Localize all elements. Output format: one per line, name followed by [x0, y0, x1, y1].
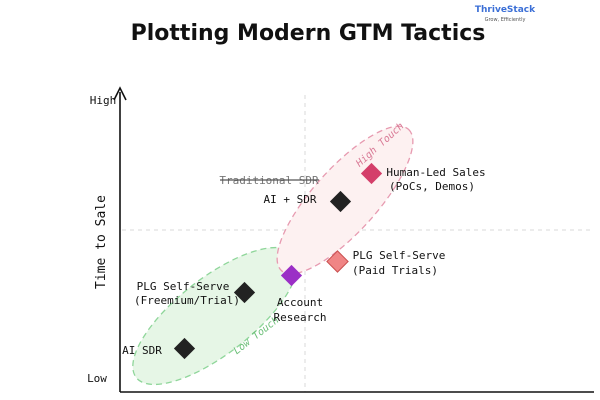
tactic-label: Account	[277, 296, 323, 309]
tactic-label-detail: (Freemium/Trial)	[134, 294, 240, 307]
y-axis-high: High	[90, 94, 117, 107]
tactic-label-detail: (PoCs, Demos)	[389, 180, 475, 193]
tactic-label-detail: (Paid Trials)	[352, 264, 438, 277]
marker-human-led-sales: Human-Led Sales (PoCs, Demos)	[360, 162, 486, 193]
tactic-label: PLG Self-Serve	[137, 280, 230, 293]
y-axis-label: Time to Sale	[94, 195, 109, 289]
y-axis-low: Low	[87, 372, 107, 385]
tactic-label: Human-Led Sales	[386, 166, 485, 179]
marker-plg-paid-trials: PLG Self-Serve (Paid Trials)	[326, 249, 446, 277]
diamond-marker	[326, 250, 349, 273]
diagram-title: Plotting Modern GTM Tactics	[131, 21, 486, 46]
y-axis-arrowhead	[113, 86, 127, 101]
tactic-label-detail: Research	[274, 311, 327, 324]
brand-name: ThriveStack	[475, 5, 536, 15]
brand-tagline: Grow, Efficiently	[485, 17, 526, 23]
tactic-label: AI SDR	[122, 344, 162, 357]
traditional-sdr: Traditional SDR	[219, 174, 319, 187]
tactic-label: AI + SDR	[264, 193, 317, 206]
axes: High Low Time to Sale	[87, 86, 594, 393]
tactic-label: PLG Self-Serve	[353, 249, 446, 262]
